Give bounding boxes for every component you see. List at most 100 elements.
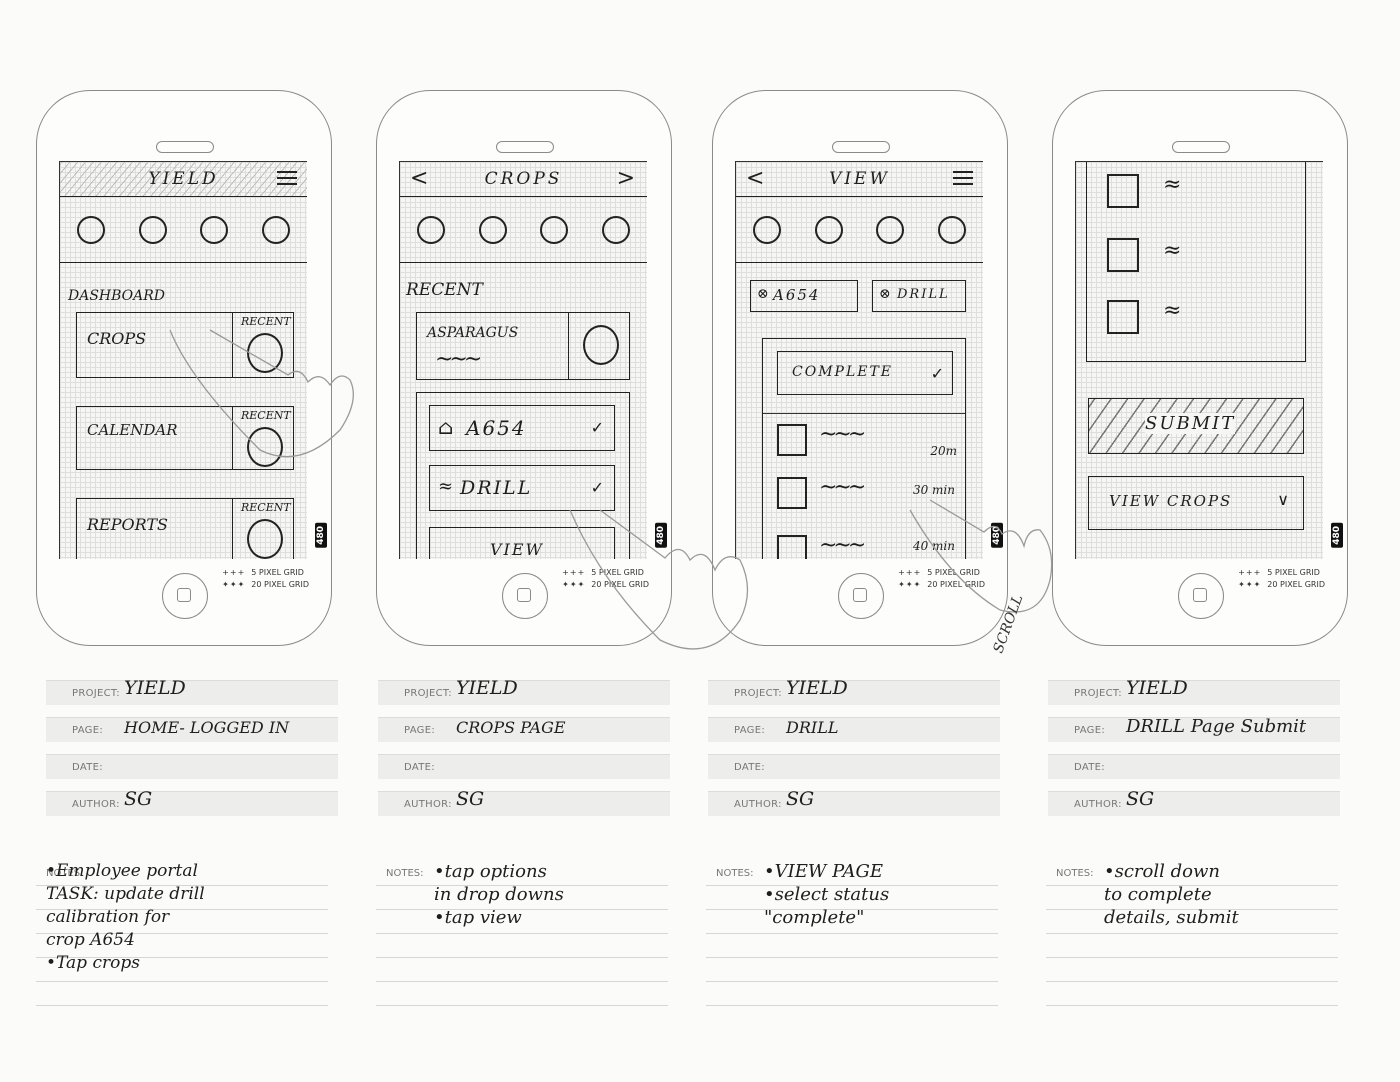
ruled-line [1046,909,1338,910]
description-squiggle-icon: ~~~ [435,347,482,372]
author-field: AUTHOR:SG [708,788,1000,816]
close-chip-icon: ⊗ [879,286,891,302]
legend-large-mark: ✦✦✦ [222,580,246,589]
date-field: DATE: [378,754,670,779]
nav-circle-icon[interactable] [602,216,631,244]
crop-options-panel: ⌂ A654 ✓ ≈ DRILL ✓ VIEW [416,392,630,559]
field-key: DATE: [404,762,435,773]
author-field: AUTHOR:SG [46,788,338,816]
home-button[interactable] [1178,573,1224,619]
nav-circle-icon[interactable] [76,216,105,244]
nav-circle-icon[interactable] [416,216,445,244]
dropdown-a654[interactable]: ⌂ A654 ✓ [429,405,615,451]
notes-text: •tap options in drop downs •tap view [434,861,564,928]
author-field: AUTHOR:SG [378,788,670,816]
field-value: YIELD [786,677,848,699]
ruled-line [376,981,668,982]
nav-circle-icon[interactable] [752,216,781,244]
task-checkbox[interactable] [777,535,807,559]
ruled-line [706,1005,998,1006]
ruled-line [1046,885,1338,886]
description-squiggle-icon: ~~~ [819,533,866,558]
chip-drill[interactable]: ⊗ DRILL [872,280,966,312]
task-row: ~~~ 40 min [763,525,965,559]
ruled-line [376,909,668,910]
ruled-line [1046,933,1338,934]
description-squiggle-icon: ≈ [1163,238,1182,263]
nav-circle-icon[interactable] [876,216,905,244]
home-button[interactable] [162,573,208,619]
dashboard-row-crops[interactable]: CROPS RECENT [76,312,294,378]
grid-legend: +++5 PIXEL GRID ✦✦✦20 PIXEL GRID [1238,567,1325,591]
view-crops-dropdown[interactable]: VIEW CROPS ∨ [1088,476,1304,530]
submit-button[interactable]: SUBMIT [1088,398,1304,454]
task-checkbox[interactable] [777,424,807,456]
checklist-checkbox[interactable] [1107,174,1139,208]
status-select[interactable]: COMPLETE ✓ [777,351,953,395]
checklist-checkbox[interactable] [1107,300,1139,334]
project-field: PROJECT:YIELD [46,677,338,705]
view-label: VIEW [490,540,544,559]
legend-large-mark: ✦✦✦ [898,580,922,589]
phone-speaker [156,141,214,153]
view-button[interactable]: VIEW [429,527,615,559]
nav-circle-icon[interactable] [938,216,967,244]
section-label: DASHBOARD [68,288,166,304]
home-button[interactable] [838,573,884,619]
crop-thumb-column [568,313,629,379]
chip-label: DRILL [897,287,950,302]
recent-label: RECENT [241,315,291,328]
height-tag: 480 [991,523,1003,548]
back-arrow-icon[interactable]: < [410,166,429,191]
task-checkbox[interactable] [777,477,807,509]
nav-circle-icon[interactable] [200,216,229,244]
forward-arrow-icon[interactable]: > [616,166,635,191]
ruled-line [36,885,328,886]
status-panel: COMPLETE ✓ ~~~ 20m ~~~ 30 min ~~~ 40 min [762,338,966,559]
description-squiggle-icon: ~~~ [819,475,866,500]
checklist-checkbox[interactable] [1107,238,1139,272]
nav-circle-icon[interactable] [138,216,167,244]
ruled-line [706,885,998,886]
page-field: PAGE:HOME- LOGGED IN [46,717,338,742]
field-key: PAGE: [1074,725,1105,736]
recent-circle-icon[interactable] [247,519,283,559]
author-field: AUTHOR:SG [1048,788,1340,816]
info-form-crops: PROJECT:YIELD PAGE:CROPS PAGE DATE: AUTH… [378,677,670,828]
section-label: RECENT [406,280,483,300]
hamburger-menu-icon[interactable] [277,171,297,187]
height-tag: 480 [315,523,327,548]
recent-circle-icon[interactable] [247,427,283,467]
recent-circle-icon[interactable] [247,333,283,373]
dashboard-row-calendar[interactable]: CALENDAR RECENT [76,406,294,470]
phone-frame-home: 320 YIELD DASHBOARD CROPS RECENT CALENDA… [36,90,332,646]
checklist-panel: ≈ ≈ ≈ [1086,162,1306,362]
description-squiggle-icon: ~~~ [819,422,866,447]
hamburger-menu-icon[interactable] [953,171,973,187]
dropdown-drill[interactable]: ≈ DRILL ✓ [429,465,615,511]
legend-large: 20 PIXEL GRID [927,580,985,589]
legend-small: 5 PIXEL GRID [591,568,644,577]
back-arrow-icon[interactable]: < [746,166,765,191]
featured-crop-card[interactable]: ASPARAGUS ~~~ [416,312,630,380]
ruled-line [1046,1005,1338,1006]
nav-circle-icon[interactable] [478,216,507,244]
status-label: COMPLETE [792,364,894,380]
chip-label: A654 [773,286,821,304]
home-button[interactable] [502,573,548,619]
nav-circle-icon[interactable] [814,216,843,244]
nav-circle-icon[interactable] [262,216,291,244]
time-value: 20m [930,444,957,458]
recent-column: RECENT [232,313,293,377]
crop-name: ASPARAGUS [427,325,519,341]
ruled-line [1046,981,1338,982]
chip-a654[interactable]: ⊗ A654 [750,280,858,312]
nav-bar: < CROPS > [400,162,647,197]
grid-legend: +++5 PIXEL GRID ✦✦✦20 PIXEL GRID [898,567,985,591]
nav-circle-icon[interactable] [540,216,569,244]
grid-legend: +++5 PIXEL GRID ✦✦✦20 PIXEL GRID [222,567,309,591]
field-value: DRILL [786,718,839,737]
notes-key: NOTES: [716,868,754,879]
dashboard-row-reports[interactable]: REPORTS RECENT [76,498,294,559]
page-field: PAGE:CROPS PAGE [378,717,670,742]
